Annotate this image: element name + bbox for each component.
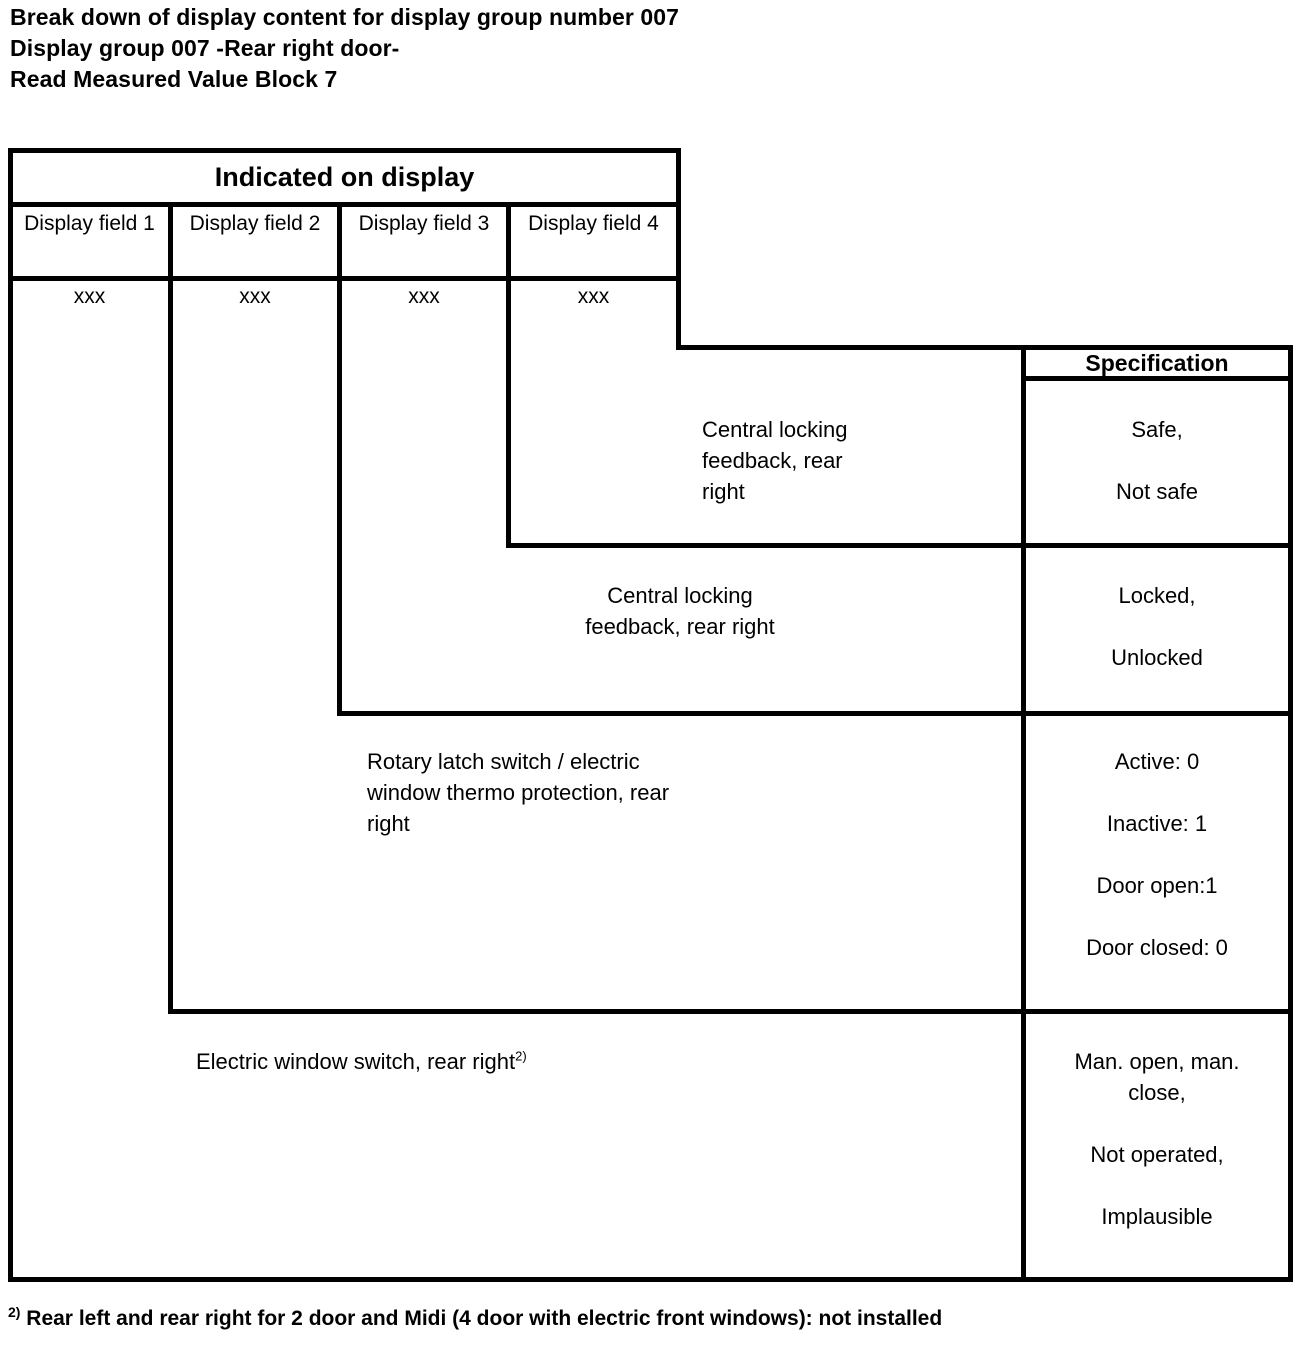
- row-3-spec-spacer-1: [1026, 777, 1288, 808]
- col-divider-3: [506, 202, 511, 548]
- row-3-spec-value-3: Door open:1: [1096, 873, 1218, 898]
- row-2-spec-value-1: Locked,: [1118, 583, 1196, 608]
- row-3-spec-value-2: Inactive: 1: [1106, 811, 1208, 836]
- display-field-value-1: xxx: [73, 285, 106, 308]
- table-left-border: [8, 148, 13, 1282]
- row-1-specification: Safe, Not safe: [1026, 414, 1288, 507]
- banner-bottom-border: [8, 202, 681, 207]
- row-1-description: Central locking feedback, rear right: [702, 417, 848, 504]
- row-4-spec-spacer-1: [1026, 1108, 1288, 1139]
- table-banner: Indicated on display: [214, 162, 475, 192]
- footnote-text: Rear left and rear right for 2 door and …: [20, 1307, 943, 1330]
- row-4-spec-value-4: Implausible: [1101, 1204, 1213, 1229]
- row-3-description: Rotary latch switch / electric window th…: [367, 749, 670, 836]
- row-4-specification: Man. open, man. close, Not operated, Imp…: [1026, 1046, 1288, 1232]
- row-3-specification: Active: 0 Inactive: 1 Door open:1 Door c…: [1026, 746, 1288, 963]
- row-4-footnote-marker: 2): [515, 1048, 527, 1064]
- footnote: 2) Rear left and rear right for 2 door a…: [8, 1304, 1298, 1332]
- display-field-value-4: xxx: [577, 285, 610, 308]
- page-title: Break down of display content for displa…: [10, 2, 1290, 95]
- spec-header-bottom-border: [1021, 376, 1288, 381]
- step-border-3: [168, 1009, 1288, 1014]
- row-4-spec-spacer-2: [1026, 1170, 1288, 1201]
- row-1-spec-value-1: Safe,: [1131, 417, 1183, 442]
- col-divider-2: [337, 202, 342, 716]
- row-4-spec-value-3: Not operated,: [1090, 1142, 1224, 1167]
- spec-left-border: [1021, 345, 1026, 1282]
- row-3-spec-value-4: Door closed: 0: [1086, 935, 1228, 960]
- field4-right-border: [676, 148, 681, 350]
- row-4-description-text: Electric window switch, rear right: [196, 1049, 516, 1074]
- title-line-1: Break down of display content for displa…: [10, 4, 680, 30]
- row-2-description: Central locking feedback, rear right: [585, 583, 775, 639]
- footnote-marker: 2): [8, 1304, 21, 1320]
- row-3-spec-value-1: Active: 0: [1114, 749, 1200, 774]
- table-top-border: [8, 148, 681, 153]
- title-line-3: Read Measured Value Block 7: [10, 66, 338, 92]
- row-2-spec-value-2: Unlocked: [1111, 645, 1203, 670]
- display-field-value-3: xxx: [408, 285, 440, 308]
- display-field-header-3: Display field 3: [358, 212, 490, 235]
- step-border-1: [506, 543, 1288, 548]
- col-divider-1: [168, 202, 173, 1014]
- row-3-spec-spacer-2: [1026, 839, 1288, 870]
- title-line-2: Display group 007 -Rear right door-: [10, 35, 400, 61]
- display-field-header-2: Display field 2: [189, 212, 321, 235]
- row-4-spec-value-2: close,: [1128, 1080, 1186, 1105]
- row-1-spec-spacer: [1026, 445, 1288, 476]
- fieldheader-bottom-border: [8, 276, 681, 281]
- table-bottom-border: [8, 1277, 1288, 1282]
- table-right-border: [1288, 345, 1293, 1282]
- display-field-header-4: Display field 4: [528, 212, 659, 235]
- row-4-description: Electric window switch, rear right2): [196, 1046, 956, 1077]
- row-4-spec-value-1: Man. open, man.: [1074, 1049, 1240, 1074]
- display-field-value-2: xxx: [239, 285, 271, 308]
- step-border-2: [337, 711, 1288, 716]
- row-2-spec-spacer: [1026, 611, 1288, 642]
- row-1-spec-value-2: Not safe: [1116, 479, 1198, 504]
- step-border-0: [676, 345, 1288, 350]
- row-3-spec-spacer-3: [1026, 901, 1288, 932]
- row-2-specification: Locked, Unlocked: [1026, 580, 1288, 673]
- specification-header: Specification: [1085, 350, 1229, 376]
- display-field-header-1: Display field 1: [24, 212, 155, 235]
